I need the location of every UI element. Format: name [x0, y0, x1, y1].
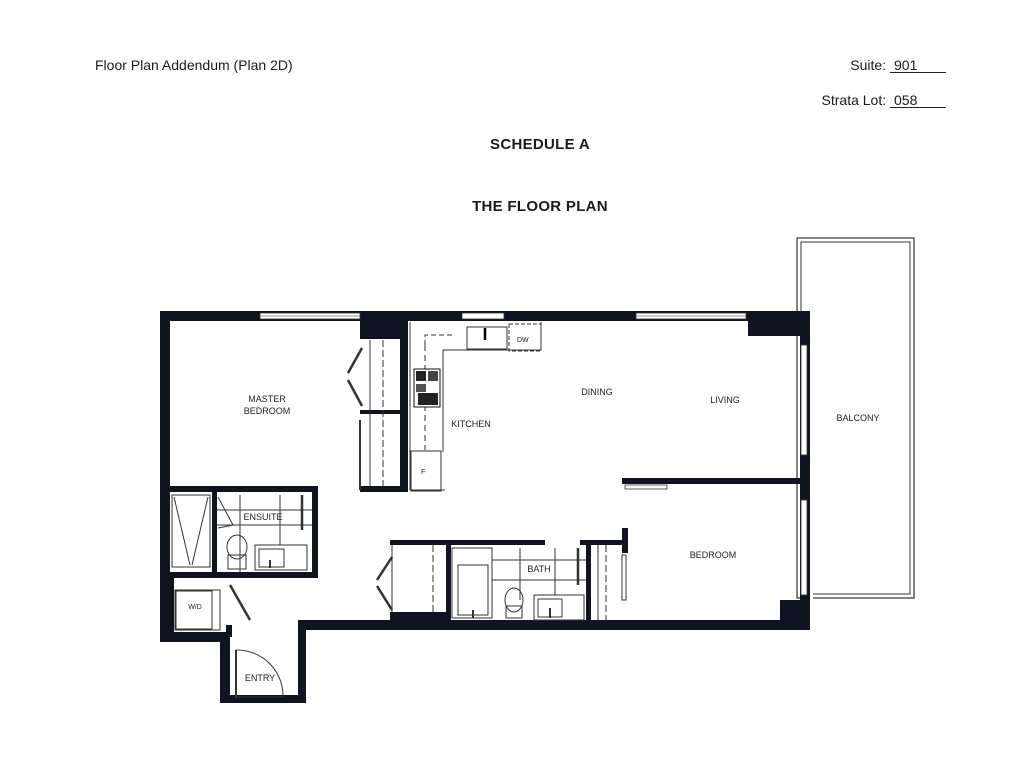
suite-field: Suite: 901 — [850, 57, 946, 73]
label-bath: BATH — [527, 564, 550, 574]
entry-door-icon — [235, 649, 284, 698]
label-bedroom: BEDROOM — [690, 550, 737, 560]
strata-lot-value: 058 — [890, 93, 946, 108]
exterior-walls — [160, 311, 810, 703]
label-dining: DINING — [581, 387, 613, 397]
ensuite-fixtures — [171, 494, 312, 572]
washer-dryer-icon — [174, 584, 252, 631]
bath-fixtures — [451, 547, 586, 621]
label-balcony: BALCONY — [836, 413, 879, 423]
schedule-heading: SCHEDULE A — [490, 136, 590, 153]
strata-lot-field: Strata Lot: 058 — [822, 92, 946, 108]
label-master-bedroom-2: BEDROOM — [244, 406, 291, 416]
sliding-door — [624, 484, 668, 490]
label-entry: ENTRY — [245, 673, 275, 683]
document-title: Floor Plan Addendum (Plan 2D) — [95, 57, 293, 73]
fridge-label: F — [421, 469, 425, 476]
floor-plan-heading: THE FLOOR PLAN — [472, 198, 608, 215]
interior-walls — [170, 320, 802, 637]
suite-value: 901 — [890, 58, 946, 73]
label-master-bedroom-1: MASTER — [248, 394, 286, 404]
label-washer-dryer: W/D — [188, 604, 202, 611]
label-ensuite: ENSUITE — [243, 512, 282, 522]
dishwasher-label: DW — [517, 337, 529, 344]
suite-label: Suite: — [850, 57, 887, 73]
windows — [259, 312, 808, 596]
strata-lot-label: Strata Lot: — [821, 92, 887, 108]
closets — [346, 340, 627, 620]
stove-icon — [413, 368, 441, 408]
label-living: LIVING — [710, 395, 740, 405]
label-kitchen: KITCHEN — [451, 419, 491, 429]
